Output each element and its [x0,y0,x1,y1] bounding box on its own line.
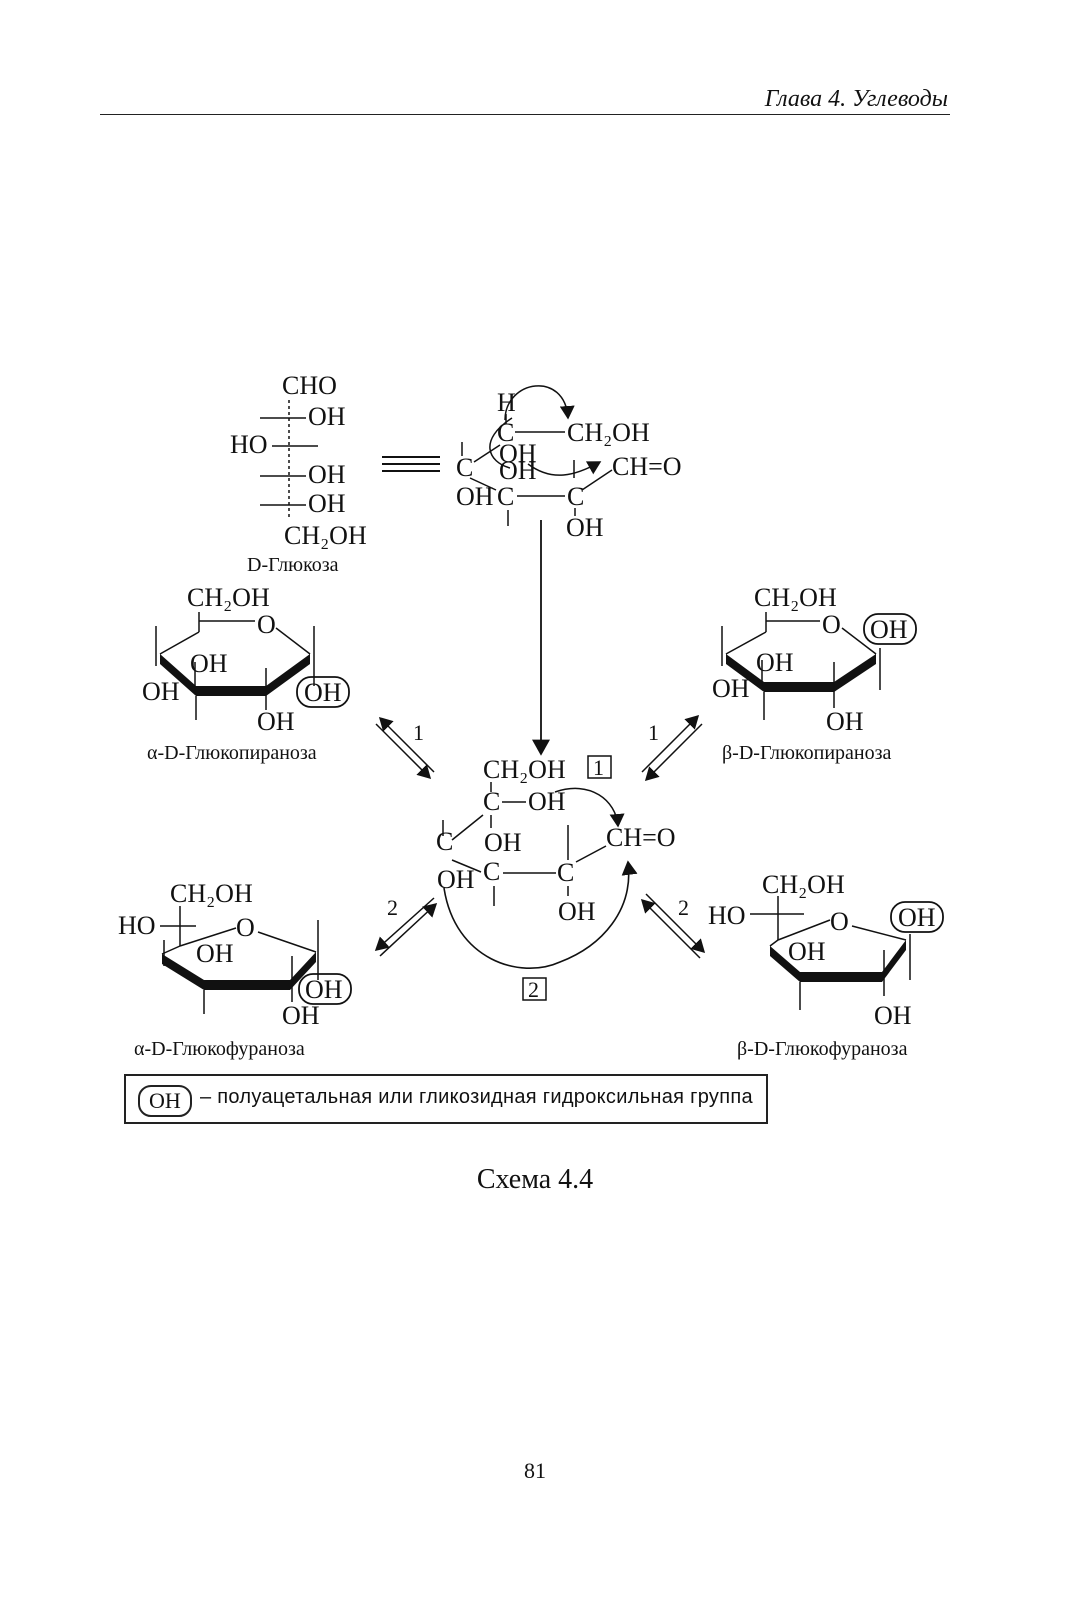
page-number: 81 [524,1458,546,1483]
reaction-scheme: CHO OH HO OH OH CH₂OH D-Глюкоза H C CH₂O… [118,371,944,1060]
arrow-label-1-right: 1 [648,720,659,745]
center-oh-c2: OH [558,897,596,926]
bp-oh-c4: OH [756,648,794,677]
central-structure: CH₂OH 1 C OH C OH CH=O OH C C OH 2 [436,755,676,1002]
beta-pyranose-caption: β-D-Глюкопираноза [722,742,892,764]
beta-furanose: CH₂OH HO O OH OH OH β-D-Глюкофураноза [708,870,944,1060]
alpha-furanose: CH₂OH HO O OH OH OH α-D-Глюкофураноза [118,879,352,1060]
af-oh-c2: OH [282,1001,320,1030]
alpha-furanose-caption: α-D-Глюкофураноза [134,1038,305,1060]
scheme-caption: Схема 4.4 [476,1164,594,1195]
oc-h: H [497,388,516,417]
center-ch-o: CH=O [606,823,676,852]
bp-ch2oh: CH₂OH [754,583,837,612]
center-oh-c4: OH [484,828,522,857]
fischer-oh-c4: OH [308,460,346,489]
arrow-label-2-right: 2 [678,895,689,920]
alpha-pyranose: CH₂OH O OH OH OH OH α-D-Глюкопираноза [142,583,350,764]
ap-oh-c4: OH [190,649,228,678]
alpha-pyranose-caption: α-D-Глюкопираноза [147,742,317,764]
arrow-label-2-left: 2 [387,895,398,920]
identity-symbol [382,456,440,472]
bf-oh-c2: OH [874,1001,912,1030]
center-oh-c5: OH [528,787,566,816]
header-rule [100,114,950,115]
oc-oh-c3: OH [456,482,494,511]
marker-2-box [522,977,547,1001]
oc-c3: C [497,482,514,511]
af-ring-o: O [236,913,255,942]
arrow-label-1-left: 1 [413,720,424,745]
bf-ch2oh: CH₂OH [762,870,845,899]
oc-ch-o: CH=O [612,452,682,481]
fischer-cho: CHO [282,371,337,400]
bf-oh-c3: OH [788,937,826,966]
af-ch2oh: CH₂OH [170,879,253,908]
oc-oh-c2: OH [566,513,604,542]
ap-anomeric-oh: OH [304,678,342,707]
af-oh-c3: OH [196,939,234,968]
bp-anomeric-oh: OH [870,615,908,644]
open-chain-form: H C CH₂OH C OH OH CH=O OH C C OH [456,385,682,542]
ap-oh-c3-left: OH [142,677,180,706]
legend-box: OH – полуацетальная или гликозидная гидр… [124,1074,768,1124]
equilibrium-arrows: 1 1 2 2 [374,714,706,959]
marker-2: 2 [528,977,539,1002]
center-c5: C [483,787,500,816]
bf-anomeric-oh: OH [898,903,936,932]
bp-oh-c2: OH [826,707,864,736]
center-c3: C [483,857,500,886]
fischer-oh-c2: OH [308,402,346,431]
oc-c4: C [456,453,473,482]
legend-text: – полуацетальная или гликозидная гидрокс… [200,1086,753,1108]
d-glucose-fischer: CHO OH HO OH OH CH₂OH D-Глюкоза [230,371,367,576]
oc-oh-c5: OH [499,439,537,468]
d-glucose-caption: D-Глюкоза [247,554,339,576]
ap-ch2oh: CH₂OH [187,583,270,612]
bf-ho: HO [708,901,746,930]
ap-ring-o: O [257,610,276,639]
center-c4: C [436,827,453,856]
center-c2: C [557,858,574,887]
running-header: Глава 4. Углеводы [764,86,948,112]
fischer-ch2oh: CH₂OH [284,521,367,550]
beta-pyranose: CH₂OH O OH OH OH OH β-D-Глюкопираноза [712,583,917,764]
fischer-ho-c3: HO [230,430,268,459]
marker-1-box [587,755,612,779]
marker-1: 1 [593,755,604,780]
af-ho: HO [118,911,156,940]
oc-oh-c4: OH [499,456,537,485]
ap-oh-c2: OH [257,707,295,736]
center-ch2oh: CH₂OH [483,755,566,784]
oc-c2: C [567,482,584,511]
beta-furanose-caption: β-D-Глюкофураноза [737,1038,908,1060]
center-oh-c3: OH [437,865,475,894]
af-anomeric-oh: OH [305,975,343,1004]
bp-ring-o: O [822,610,841,639]
bp-oh-c3-left: OH [712,674,750,703]
legend-oh-symbol: OH [138,1085,192,1117]
oc-ch2oh: CH₂OH [567,418,650,447]
fischer-oh-c5: OH [308,489,346,518]
bf-ring-o: O [830,907,849,936]
